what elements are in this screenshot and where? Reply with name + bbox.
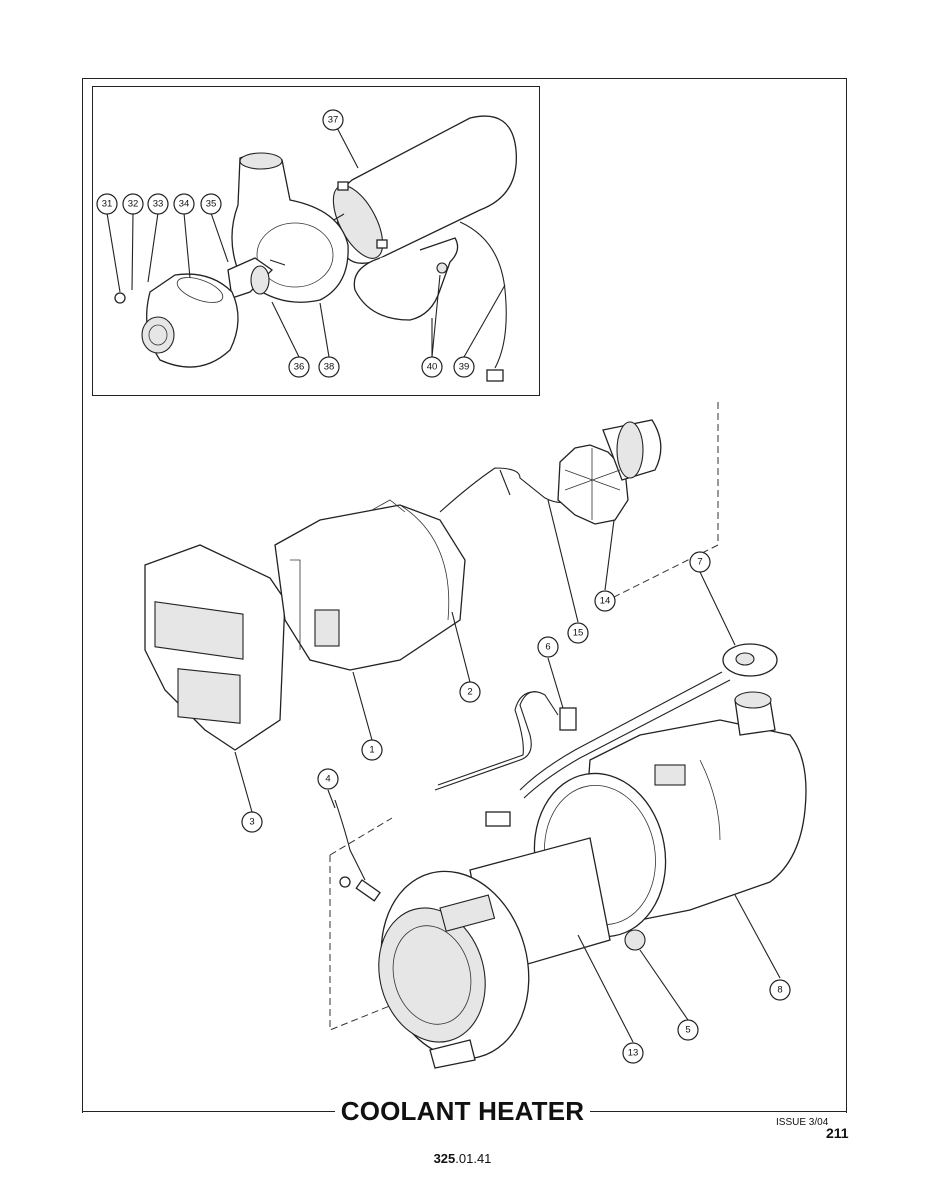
- callout-31: 31: [96, 193, 118, 215]
- svg-text:35: 35: [206, 199, 217, 210]
- svg-text:38: 38: [324, 362, 335, 373]
- callout-39: 39: [453, 356, 475, 378]
- burner-head: [378, 870, 530, 1069]
- temperature-sensor-hose: [434, 691, 577, 791]
- control-unit: [274, 499, 466, 671]
- svg-text:14: 14: [600, 596, 611, 607]
- motor-wire-harness: [459, 221, 507, 382]
- pump-motor: [319, 115, 518, 264]
- callout-3: 3: [241, 811, 263, 833]
- control-unit-cover: [144, 544, 286, 751]
- combustion-fan: [557, 419, 662, 525]
- svg-text:32: 32: [128, 199, 139, 210]
- callout-33: 33: [147, 193, 169, 215]
- callout-34: 34: [173, 193, 195, 215]
- svg-text:6: 6: [545, 642, 550, 653]
- svg-text:15: 15: [573, 628, 584, 639]
- callout-15: 15: [567, 622, 589, 644]
- pump-detail-inset: [92, 86, 540, 396]
- page-number: 211: [826, 1125, 849, 1141]
- callout-6: 6: [537, 636, 559, 658]
- callout-38: 38: [318, 356, 340, 378]
- svg-text:4: 4: [325, 774, 330, 785]
- svg-text:40: 40: [427, 362, 438, 373]
- issue-label: ISSUE 3/04: [776, 1117, 829, 1128]
- svg-text:36: 36: [294, 362, 305, 373]
- svg-text:3: 3: [249, 817, 254, 828]
- svg-text:37: 37: [328, 115, 339, 126]
- overheating-sensor: [485, 643, 778, 827]
- glow-pin-and-wiring: [439, 467, 576, 513]
- diagram-title: COOLANT HEATER: [0, 1096, 925, 1127]
- svg-text:31: 31: [102, 199, 113, 210]
- svg-text:33: 33: [153, 199, 164, 210]
- callout-32: 32: [122, 193, 144, 215]
- svg-text:13: 13: [628, 1048, 639, 1059]
- callout-35: 35: [200, 193, 222, 215]
- callout-36: 36: [288, 356, 310, 378]
- callout-2: 2: [459, 681, 481, 703]
- svg-text:2: 2: [467, 687, 472, 698]
- callout-14: 14: [594, 590, 616, 612]
- callout-4: 4: [317, 768, 339, 790]
- svg-text:5: 5: [685, 1025, 690, 1036]
- svg-text:8: 8: [777, 985, 782, 996]
- callout-7: 7: [689, 551, 711, 573]
- callout-5: 5: [677, 1019, 699, 1041]
- callout-37: 37: [322, 109, 344, 131]
- part-number-rest: .01.41: [455, 1151, 492, 1166]
- svg-text:34: 34: [179, 199, 190, 210]
- svg-text:39: 39: [459, 362, 470, 373]
- svg-text:7: 7: [697, 557, 702, 568]
- callout-8: 8: [769, 979, 791, 1001]
- motor-bracket: [353, 237, 459, 321]
- leader-lines: [106, 119, 781, 1043]
- callout-1: 1: [361, 739, 383, 761]
- diagram-frame: [82, 78, 847, 1113]
- callout-13: 13: [622, 1042, 644, 1064]
- svg-text:1: 1: [369, 745, 374, 756]
- callout-40: 40: [421, 356, 443, 378]
- glow-plug-sensor: [334, 799, 381, 902]
- pump-cover: [114, 273, 239, 368]
- part-number-bold: 325: [433, 1151, 456, 1166]
- title-rule-left: [82, 1111, 344, 1112]
- title-rule-right: [586, 1111, 847, 1112]
- document-part-number: 325.01.41: [0, 1151, 925, 1166]
